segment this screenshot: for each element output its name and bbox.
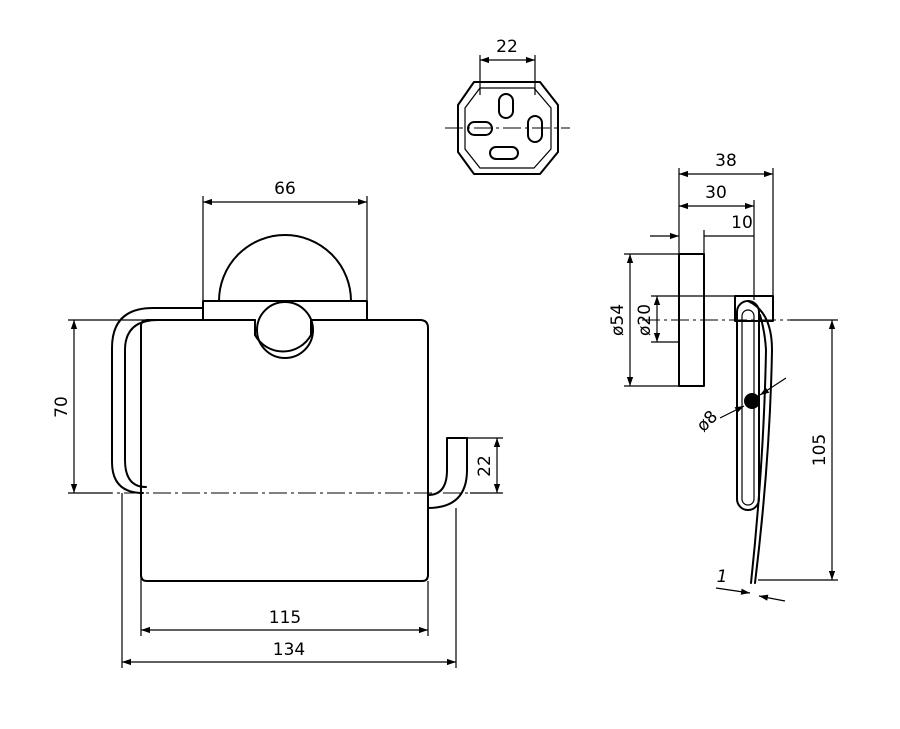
cover-plate [140,319,429,582]
leader-ø8-b [759,377,787,396]
mounting-plate-outline [457,81,559,175]
top-view-mounting-plate: 22 [445,37,570,175]
dimension-label-105: 105 [810,434,830,466]
slot-left [467,121,493,136]
dimension-label-ø8: ø8 [693,407,722,436]
cover-profile [747,300,773,584]
dimension-label-38: 38 [715,151,737,171]
dimension-label-70: 70 [52,396,72,418]
slot-right [527,115,543,143]
side-arm [427,437,468,509]
dimension-label-thickness: 1 [717,567,728,587]
paper-holder-bar-inner [124,319,204,488]
dimension-label-10: 10 [731,213,753,233]
slot-top [498,93,514,119]
side-view: ø8 38 30 10 ø54 ø20 105 1 [608,151,838,602]
dimension-label-115: 115 [269,608,301,628]
front-view: 66 70 22 115 134 [52,179,503,668]
dimension-label-ø54: ø54 [608,304,628,336]
dimension-label-134: 134 [273,640,305,660]
dimension-label-30: 30 [705,183,727,203]
mounting-plate-inner-edge [464,87,552,169]
rosette-block [202,300,368,321]
rod-section-dot [744,393,760,409]
hub [256,301,314,359]
dimension-label-22-arm: 22 [475,455,495,477]
slot-bottom [489,146,519,160]
paper-holder-bar-outer [111,307,204,494]
dimension-label-22-top: 22 [496,37,518,57]
leader-thickness-a [715,587,751,595]
leader-ø8-a [719,405,745,419]
dimension-label-66: 66 [274,179,296,199]
leader-thickness-b [758,594,786,602]
rosette-arc [218,234,352,302]
dimension-label-ø20: ø20 [635,304,655,336]
